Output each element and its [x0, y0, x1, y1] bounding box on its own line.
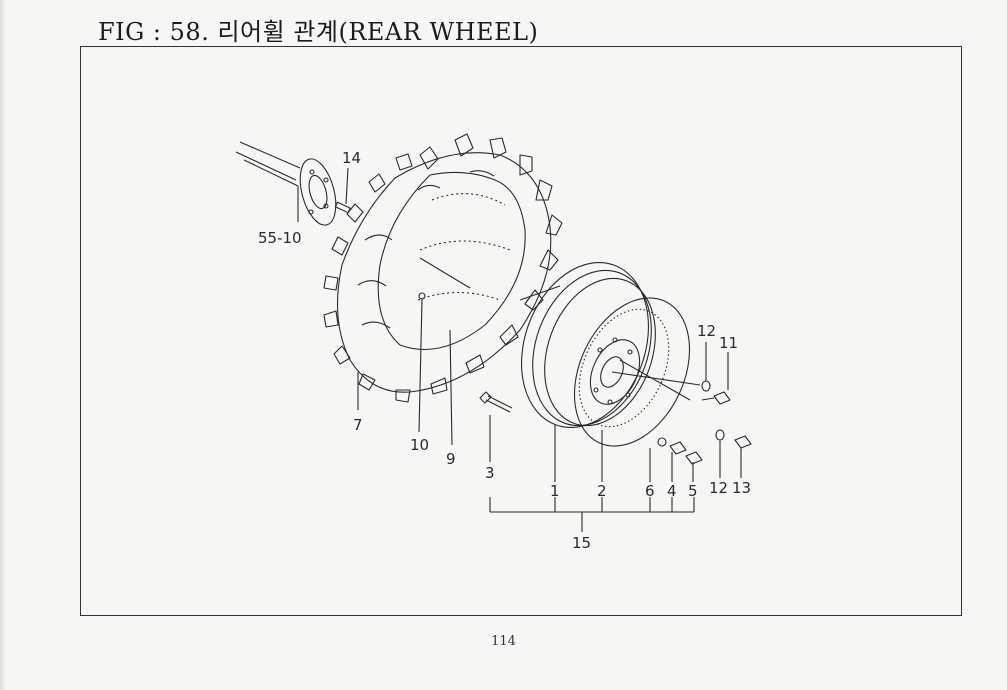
page-number: 114 [491, 634, 516, 649]
callout-12-lower: 12 [709, 479, 728, 497]
callout-1: 1 [550, 482, 560, 500]
scan-edge [0, 0, 6, 690]
callout-10: 10 [410, 436, 429, 454]
callout-7: 7 [353, 416, 363, 434]
callout-5: 5 [688, 482, 698, 500]
disc [573, 297, 701, 482]
callout-9: 9 [446, 450, 456, 468]
callout-15: 15 [572, 534, 591, 552]
stud-bolt [334, 167, 351, 214]
rim [519, 261, 656, 482]
figure-title: FIG : 58. 리어휠 관계(REAR WHEEL) [98, 18, 539, 46]
hardware-nuts [649, 437, 703, 482]
callout-3: 3 [485, 464, 495, 482]
bolt-3 [479, 391, 513, 462]
callout-2: 2 [597, 482, 607, 500]
assembly-bracket [489, 497, 695, 532]
callout-11: 11 [719, 334, 738, 352]
callout-14: 14 [342, 149, 361, 167]
callout-12-upper: 12 [697, 322, 716, 340]
callout-13: 13 [732, 479, 751, 497]
callout-6: 6 [645, 482, 655, 500]
callout-4: 4 [667, 482, 677, 500]
hardware-bolts [701, 342, 752, 478]
callout-55-10: 55-10 [258, 229, 302, 247]
tire [323, 133, 563, 446]
figure-frame [80, 46, 962, 616]
axle-shaft [235, 141, 337, 226]
